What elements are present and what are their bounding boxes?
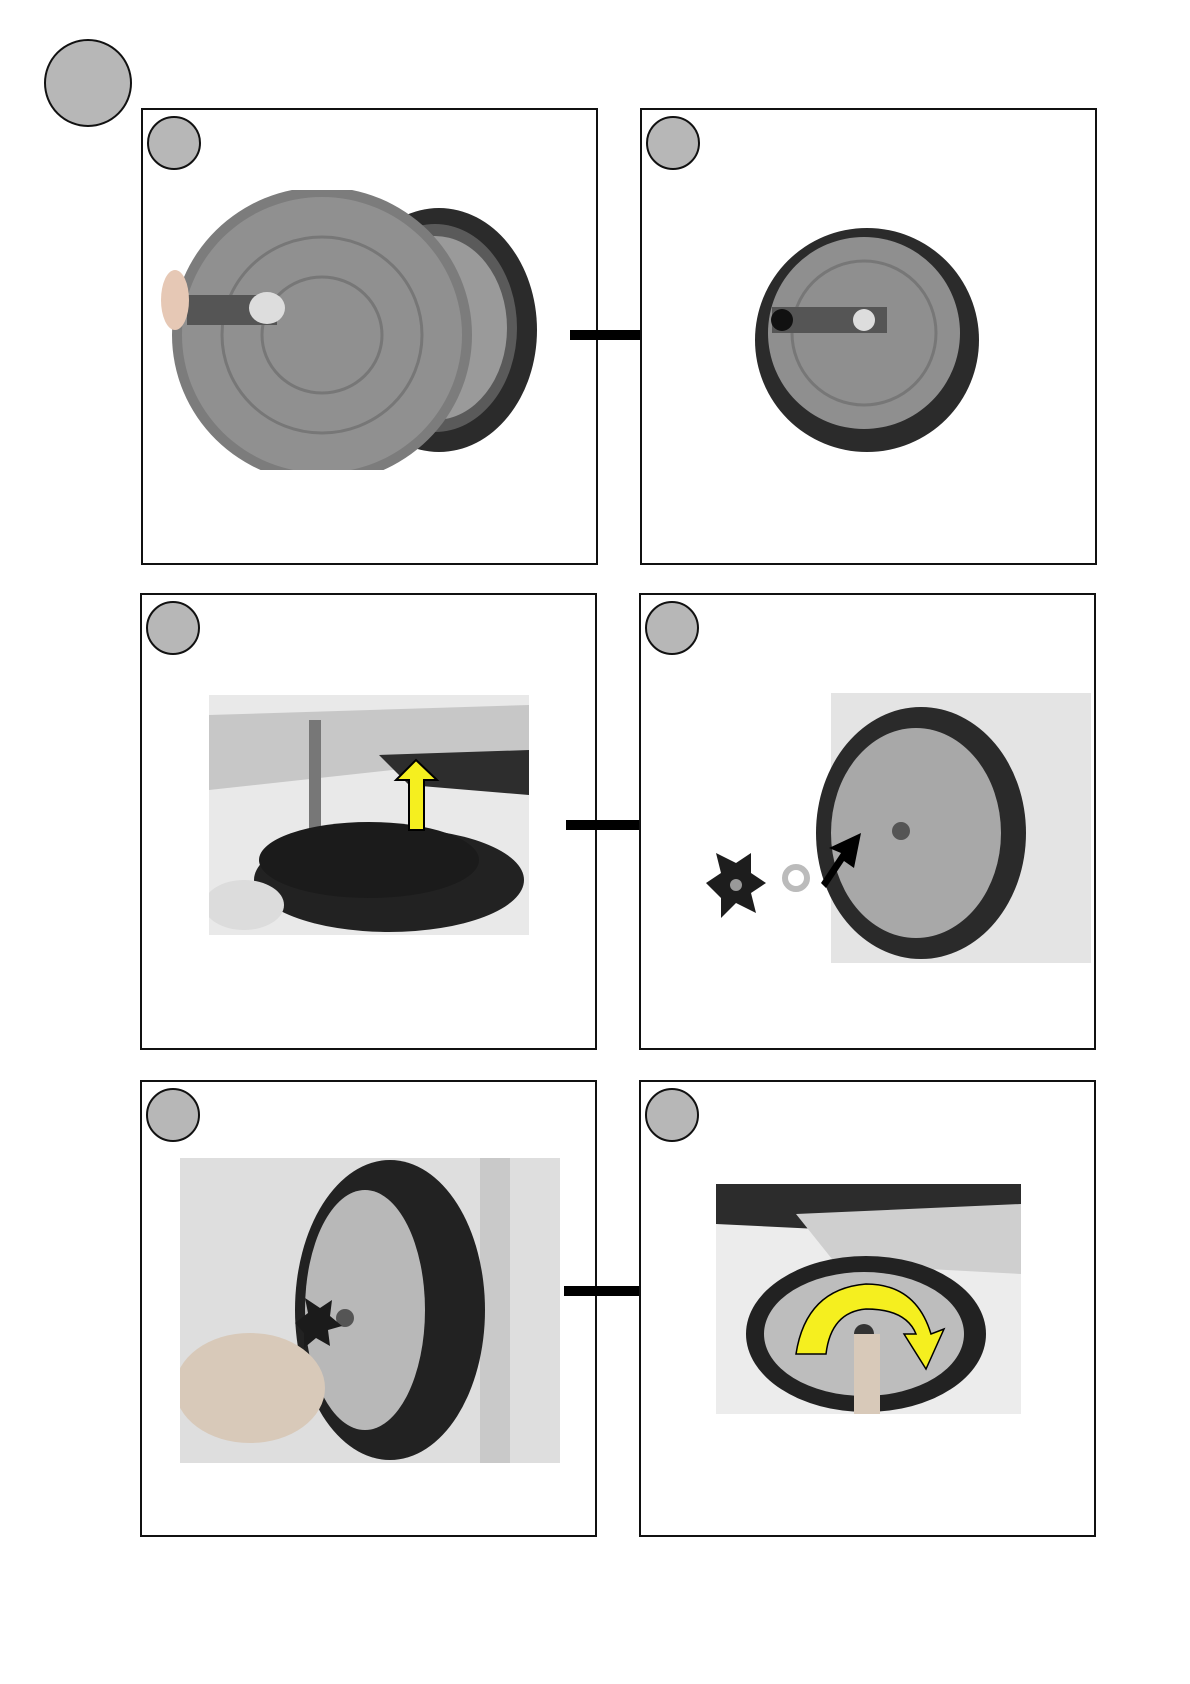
step-panel-4 xyxy=(639,593,1096,1050)
step-badge-2 xyxy=(646,116,700,170)
step-badge-5 xyxy=(146,1088,200,1142)
photo-wheel-attach-under-deck xyxy=(209,695,529,935)
step-badge-6 xyxy=(645,1088,699,1142)
step-badge-1 xyxy=(147,116,201,170)
step-panel-6 xyxy=(639,1080,1096,1537)
photo-wheel-assembled xyxy=(752,225,982,455)
step-panel-3 xyxy=(140,593,597,1050)
photo-wheel-cover-removed xyxy=(157,190,557,470)
step-badge-4 xyxy=(645,601,699,655)
step-panel-2 xyxy=(640,108,1097,565)
photo-knob-tighten xyxy=(716,1184,1021,1414)
photo-knob-insert xyxy=(180,1158,560,1463)
step-panel-5 xyxy=(140,1080,597,1537)
step-badge-3 xyxy=(146,601,200,655)
photo-wheel-knob-washer xyxy=(661,693,1091,963)
step-panel-1 xyxy=(141,108,598,565)
figure-badge xyxy=(44,39,132,127)
